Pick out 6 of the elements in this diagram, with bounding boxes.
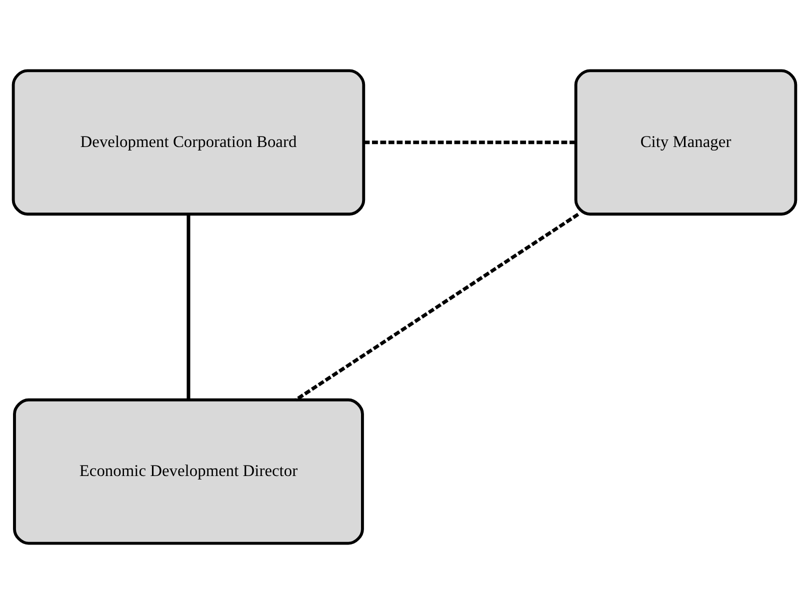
node-box: Economic Development Director xyxy=(13,398,364,545)
node-box: City Manager xyxy=(574,69,798,216)
connector xyxy=(364,140,576,144)
connector xyxy=(294,212,580,402)
node-box: Development Corporation Board xyxy=(12,69,366,216)
connector xyxy=(186,214,190,400)
